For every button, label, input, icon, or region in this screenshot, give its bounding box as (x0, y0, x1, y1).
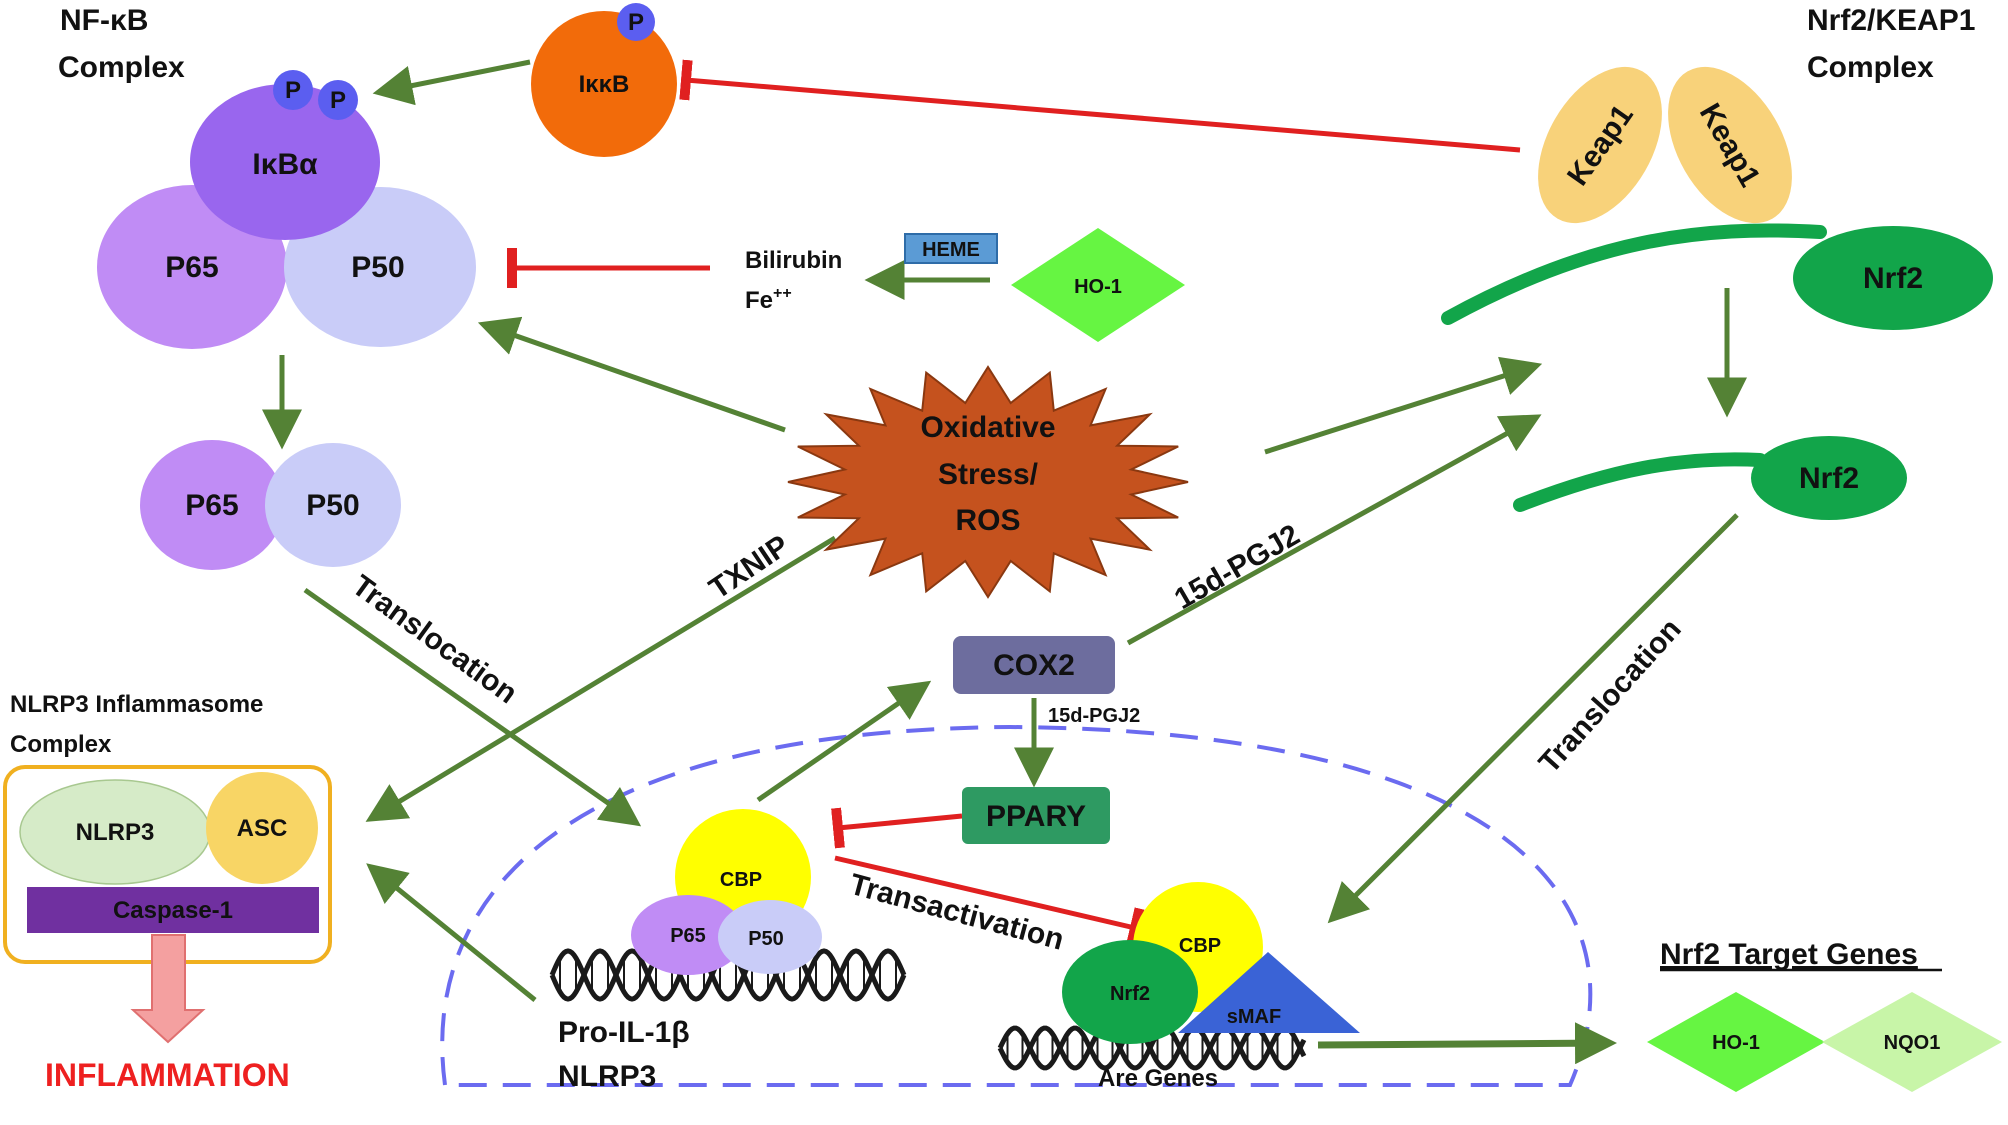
ikkb-label: IκκB (579, 71, 630, 98)
fe-label: Fe++ (745, 285, 792, 314)
smaf-triangle (1178, 952, 1360, 1033)
inflammasome-title-line1: NLRP3 Inflammasome (10, 691, 263, 718)
target-ho1-label: HO-1 (1712, 1032, 1760, 1054)
asc-label: ASC (237, 815, 288, 842)
arrows (262, 59, 1747, 1065)
phospho-left-label: P (285, 77, 301, 104)
nlrp3-label: NLRP3 (76, 819, 155, 846)
inhibitions (507, 59, 1521, 949)
p65-free-label: P65 (185, 489, 238, 522)
edge-txnip: TXNIP (703, 529, 795, 606)
ppar-label: PPARY (986, 800, 1086, 833)
arrow-nucleus-to-cox2 (756, 680, 932, 803)
inhibit-transactivation (834, 855, 1145, 949)
cox2-label: COX2 (993, 649, 1075, 682)
nucleus-boundary (440, 724, 1593, 1087)
p65-free (140, 440, 284, 570)
fe-superscript: ++ (773, 285, 792, 302)
keap1-right (1668, 66, 1792, 224)
phospho-right (318, 80, 358, 120)
target-nqo1-diamond (1822, 992, 2002, 1092)
target-ho1-diamond (1647, 992, 1825, 1092)
nrf2-free-label: Nrf2 (1799, 462, 1859, 495)
nrf2-nuclear (1062, 940, 1198, 1044)
nrf2-free (1751, 436, 1907, 520)
arrow-are-to-targets (1317, 1022, 1617, 1065)
oxidative-stress-star (787, 365, 1189, 599)
arrow-gene-to-inflammasome (366, 863, 537, 1002)
inflammation-block-arrow (130, 934, 206, 1044)
p65-bound-label: P65 (165, 251, 218, 284)
p65-nuclear (631, 895, 745, 975)
p65-nuclear-label: P65 (670, 925, 706, 947)
cbp-nfkb-label: CBP (720, 869, 762, 891)
arrow-nrf2-translocation (1327, 513, 1739, 924)
nfkb-title-line1: NF-κB (60, 4, 148, 37)
ho1-label: HO-1 (1074, 276, 1122, 298)
dna-strand (997, 1025, 1307, 1071)
keap1-left (1538, 66, 1662, 224)
phospho-right-label: P (330, 87, 346, 114)
targets-title: Nrf2 Target Genes (1660, 938, 1918, 971)
ho1-diamond (1011, 228, 1185, 342)
stress-line3: ROS (955, 504, 1020, 537)
inflammation-label: INFLAMMATION (45, 1057, 290, 1093)
p50-nuclear-label: P50 (748, 928, 784, 950)
gene-line2-label: NLRP3 (558, 1060, 656, 1093)
bilirubin-label: Bilirubin (745, 247, 842, 274)
smaf-label: sMAF (1227, 1006, 1281, 1028)
ppar-box (962, 787, 1110, 844)
p50-free (265, 443, 401, 567)
caspase-label: Caspase-1 (113, 897, 233, 924)
inhibit-ppar-cbp (831, 807, 963, 849)
arrow-stress-to-keap1 (1264, 356, 1543, 455)
arrow-nfkb-translocation (303, 587, 642, 827)
phospho-left (273, 70, 313, 110)
inhibit-keap1-ikkb (679, 59, 1521, 153)
cbp-nrf2-label: CBP (1179, 935, 1221, 957)
ikba-protein (190, 84, 380, 240)
ikba-label: IκBα (252, 148, 318, 181)
heme-label: HEME (922, 239, 980, 261)
nrf2-bound-tail (1441, 223, 1827, 325)
arrow-txnip (365, 535, 837, 822)
nrf2-free-tail (1513, 452, 1767, 512)
p50-bound-label: P50 (351, 251, 404, 284)
cox2-box (953, 636, 1115, 694)
nrf2-nuclear-label: Nrf2 (1110, 983, 1150, 1005)
ikkb-phospho (617, 3, 655, 41)
caspase-bar (27, 887, 319, 933)
target-nqo1-label: NQO1 (1884, 1032, 1941, 1054)
nrf2-bound (1793, 226, 1993, 330)
edge-transactivation: Transactivation (846, 868, 1067, 957)
ikkb-protein (531, 11, 677, 157)
edge-pgj2-small: 15d-PGJ2 (1048, 705, 1140, 727)
ikkb-phospho-label: P (628, 9, 644, 36)
dna-strand (549, 948, 907, 1002)
heme-box (904, 233, 998, 264)
p50-nuclear (718, 900, 822, 974)
asc-protein (206, 772, 318, 884)
gene-line1-label: Pro-IL-1β (558, 1016, 690, 1049)
nrf2-bound-label: Nrf2 (1863, 262, 1923, 295)
p50-free-label: P50 (306, 489, 359, 522)
nrf2-keap1-title-line2: Complex (1807, 51, 1934, 84)
stress-line2: Stress/ (938, 458, 1039, 491)
are-genes-label: Are Genes (1098, 1065, 1218, 1092)
stress-line1: Oxidative (920, 411, 1055, 444)
inflammasome-title-line2: Complex (10, 731, 112, 758)
edge-pgj2-diagonal: 15d-PGJ2 (1169, 518, 1305, 616)
arrow-stress-to-nfkb (477, 316, 786, 433)
nrf2-keap1-title-line1: Nrf2/KEAP1 (1807, 4, 1975, 37)
arrow-cox2-to-nrf2 (1126, 414, 1542, 646)
nfkb-title-line2: Complex (58, 51, 185, 84)
arrow-ikkb-to-ikba (372, 59, 531, 106)
